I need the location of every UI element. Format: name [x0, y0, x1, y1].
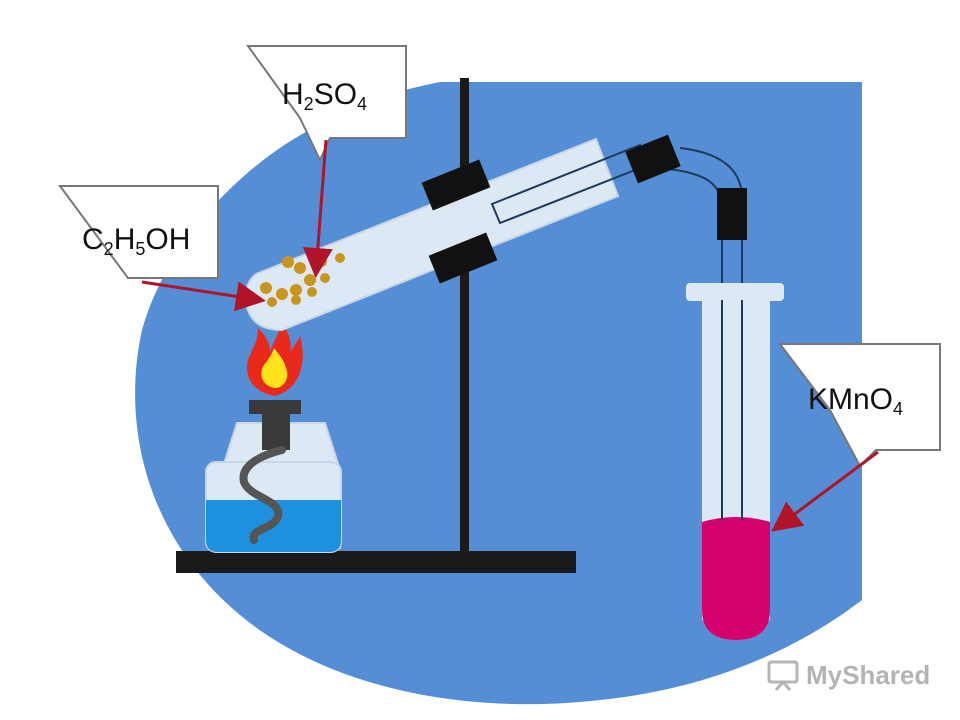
burner-wick: [239, 446, 286, 544]
label-permanganate: KMnO4: [808, 383, 904, 419]
arrow-permanganate: [771, 450, 879, 532]
arrow-ethanol: [141, 280, 266, 312]
callout-permanganate: [777, 343, 941, 468]
tube-stopper-2: [717, 188, 747, 240]
label-ethanol: C2H5OH: [82, 223, 191, 259]
permanganate-solution: [702, 517, 770, 640]
presentation-board-icon: [767, 660, 799, 691]
receiving-test-tube: [686, 188, 784, 640]
lower-clamp: [428, 232, 498, 284]
label-sulfuric-acid: H2SO4: [282, 78, 368, 114]
watermark: MyShared: [766, 655, 930, 695]
upper-clamp: [421, 159, 491, 211]
burner-cap: [249, 400, 301, 414]
flame-icon: [247, 322, 303, 396]
callout-sulfuric-acid: [246, 45, 407, 163]
stand-base: [176, 551, 576, 573]
stand-rod: [460, 78, 469, 558]
burner-neck: [262, 412, 290, 450]
callout-ethanol: [58, 185, 219, 279]
tube-stopper: [625, 134, 681, 184]
alcohol-burner: [205, 400, 342, 553]
arrow-sulfuric-acid: [302, 139, 333, 278]
watermark-text: MyShared: [806, 659, 931, 690]
